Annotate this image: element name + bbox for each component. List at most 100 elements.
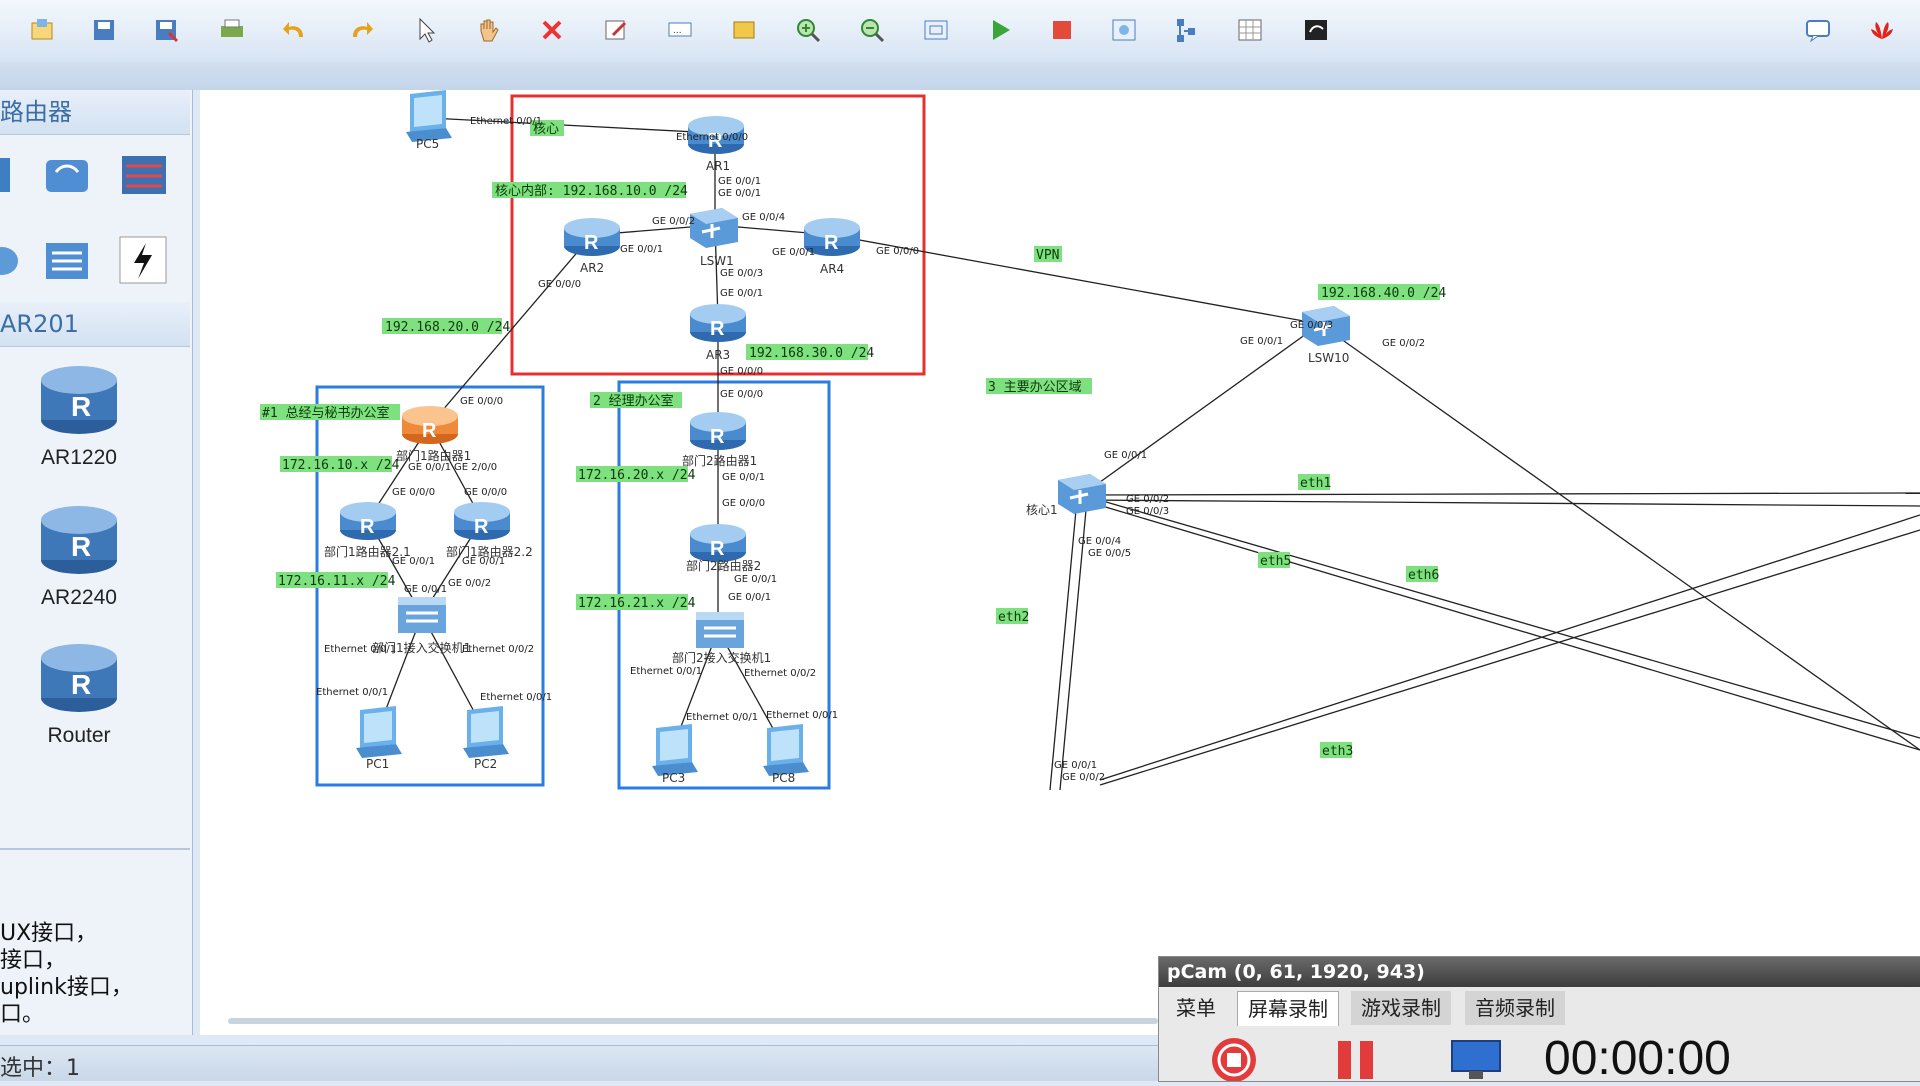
grid-icon[interactable] (1230, 10, 1270, 50)
auto-connect-icon[interactable] (118, 235, 168, 285)
topology-canvas[interactable]: R R PC5 (200, 90, 1920, 1035)
pause-button[interactable] (1334, 1037, 1378, 1085)
port-label: GE 0/0/0 (392, 487, 435, 498)
cloud-category-icon[interactable] (0, 235, 40, 285)
port-label: GE 0/0/1 (408, 462, 451, 473)
tag-net40[interactable]: 192.168.40.0 /24 (1318, 284, 1446, 301)
port-label: GE 0/0/5 (1088, 548, 1131, 559)
svg-text:R: R (71, 531, 91, 562)
core1-node[interactable]: 核心1 (1026, 472, 1108, 517)
port-label: GE 0/0/3 (1126, 506, 1169, 517)
pc1-node[interactable]: PC1 (356, 706, 402, 771)
edit-icon[interactable] (596, 10, 636, 50)
tag-office1[interactable]: #1 总经与秘书办公室 (260, 404, 400, 421)
pc3-node[interactable]: PC3 (652, 724, 698, 785)
port-label: GE 0/0/0 (460, 396, 503, 407)
tag-text: 192.168.30.0 /24 (749, 346, 874, 361)
record-stop-button[interactable] (1209, 1035, 1259, 1085)
recorder-window: pCam (0, 61, 1920, 943) 菜单 屏幕录制 游戏录制 音频录… (1158, 956, 1920, 1085)
dept1-router21-node[interactable]: 部门1路由器2.1 (324, 502, 411, 559)
dept2-router2-node[interactable]: 部门2路由器2 (686, 524, 761, 573)
tag-office2[interactable]: 2 经理办公室 (590, 392, 682, 409)
device-ar2240[interactable]: R AR2240 (34, 498, 124, 610)
port-label: GE 0/0/0 (876, 246, 919, 257)
rectangle-icon[interactable] (724, 10, 764, 50)
device-router[interactable]: R Router (34, 636, 124, 748)
pan-hand-icon[interactable] (468, 10, 508, 50)
port-label: Ethernet 0/0/1 (766, 710, 838, 721)
start-device-icon[interactable] (980, 10, 1020, 50)
screen-target-button[interactable] (1449, 1037, 1503, 1085)
dept2-switch-node[interactable]: 部门2接入交换机1 (672, 610, 771, 665)
ar3-node[interactable]: AR3 (690, 304, 746, 362)
tag-vpn[interactable]: VPN (1034, 246, 1062, 263)
device-label: Router (47, 724, 111, 747)
dept1-router1-node[interactable]: 部门1路由器1 (396, 406, 471, 463)
stop-device-icon[interactable] (1042, 10, 1082, 50)
dept1-router22-node[interactable]: 部门1路由器2.2 (446, 502, 533, 559)
redo-icon[interactable] (340, 10, 380, 50)
canvas-horizontal-scrollbar[interactable] (228, 1018, 1158, 1024)
tag-n1620[interactable]: 172.16.20.x /24 (576, 466, 696, 483)
tab-audio-record[interactable]: 音频录制 (1465, 991, 1565, 1025)
tab-screen-record[interactable]: 屏幕录制 (1237, 991, 1339, 1026)
ar4-node[interactable]: AR4 (804, 218, 860, 276)
zoom-in-icon[interactable] (788, 10, 828, 50)
switch-category-icon[interactable] (42, 235, 92, 285)
tag-net20[interactable]: 192.168.20.0 /24 (382, 318, 510, 335)
tab-menu[interactable]: 菜单 (1176, 996, 1216, 1020)
tag-eth5[interactable]: eth5 (1258, 552, 1291, 569)
firewall-category-icon[interactable] (118, 150, 168, 200)
pc2-node[interactable]: PC2 (463, 706, 509, 771)
model-title: AR201 (0, 302, 190, 347)
device-ar1220[interactable]: R AR1220 (34, 358, 124, 470)
tag-n1621[interactable]: 172.16.21.x /24 (576, 594, 696, 611)
tag-text: 核心 (533, 122, 559, 137)
terminal-icon[interactable] (1296, 10, 1336, 50)
tag-core-internal[interactable]: 核心内部: 192.168.10.0 /24 (492, 182, 688, 199)
capture-icon[interactable] (1104, 10, 1144, 50)
node-label: 部门2路由器2 (686, 558, 761, 573)
tag-eth6[interactable]: eth6 (1406, 566, 1439, 583)
topology-icon[interactable] (1166, 10, 1206, 50)
tag-eth3[interactable]: eth3 (1320, 742, 1353, 759)
tag-net30[interactable]: 192.168.30.0 /24 (746, 344, 874, 361)
select-pointer-icon[interactable] (406, 10, 446, 50)
tag-eth2[interactable]: eth2 (996, 608, 1029, 625)
description-line: 口。 (0, 1002, 45, 1027)
lsw1-node[interactable]: LSW1 (688, 206, 740, 268)
node-label: LSW1 (700, 254, 734, 268)
dept1-switch-node[interactable]: 部门1接入交换机1 (372, 595, 471, 655)
lsw10-node[interactable]: LSW10 (1300, 304, 1352, 365)
tag-n1610[interactable]: 172.16.10.x /24 (280, 456, 400, 473)
chat-icon[interactable] (1798, 10, 1838, 50)
dept2-router1-node[interactable]: 部门2路由器1 (682, 412, 757, 468)
fit-window-icon[interactable] (916, 10, 956, 50)
delete-icon[interactable] (532, 10, 572, 50)
undo-icon[interactable] (276, 10, 316, 50)
dept2-area-box[interactable] (617, 380, 831, 790)
ar1-node[interactable]: AR1 (688, 116, 744, 173)
tag-text: eth2 (998, 610, 1029, 625)
pc8-node[interactable]: PC8 (763, 724, 809, 785)
port-label: GE 0/0/2 (1126, 494, 1169, 505)
zoom-out-icon[interactable] (852, 10, 892, 50)
tag-n1611[interactable]: 172.16.11.x /24 (276, 572, 396, 589)
router-category-icon[interactable] (0, 150, 42, 200)
tab-game-record[interactable]: 游戏录制 (1351, 991, 1451, 1025)
wireless-router-category-icon[interactable] (42, 150, 92, 200)
tag-eth1[interactable]: eth1 (1298, 474, 1331, 491)
tag-office3[interactable]: 3 主要办公区域 (986, 378, 1092, 395)
print-icon[interactable] (212, 10, 252, 50)
text-box-icon[interactable]: ... (660, 10, 700, 50)
save-as-icon[interactable] (146, 10, 186, 50)
category-title: 路由器 (0, 90, 190, 135)
node-label: 部门1路由器2.1 (324, 544, 411, 559)
port-label: GE 0/0/0 (720, 366, 763, 377)
port-label: Ethernet 0/0/1 (470, 116, 542, 127)
tag-core[interactable]: 核心 (530, 120, 564, 137)
pc5-node[interactable]: PC5 (406, 90, 452, 151)
ar2-node[interactable]: AR2 (564, 218, 620, 275)
save-icon[interactable] (84, 10, 124, 50)
new-topology-icon[interactable] (22, 10, 62, 50)
